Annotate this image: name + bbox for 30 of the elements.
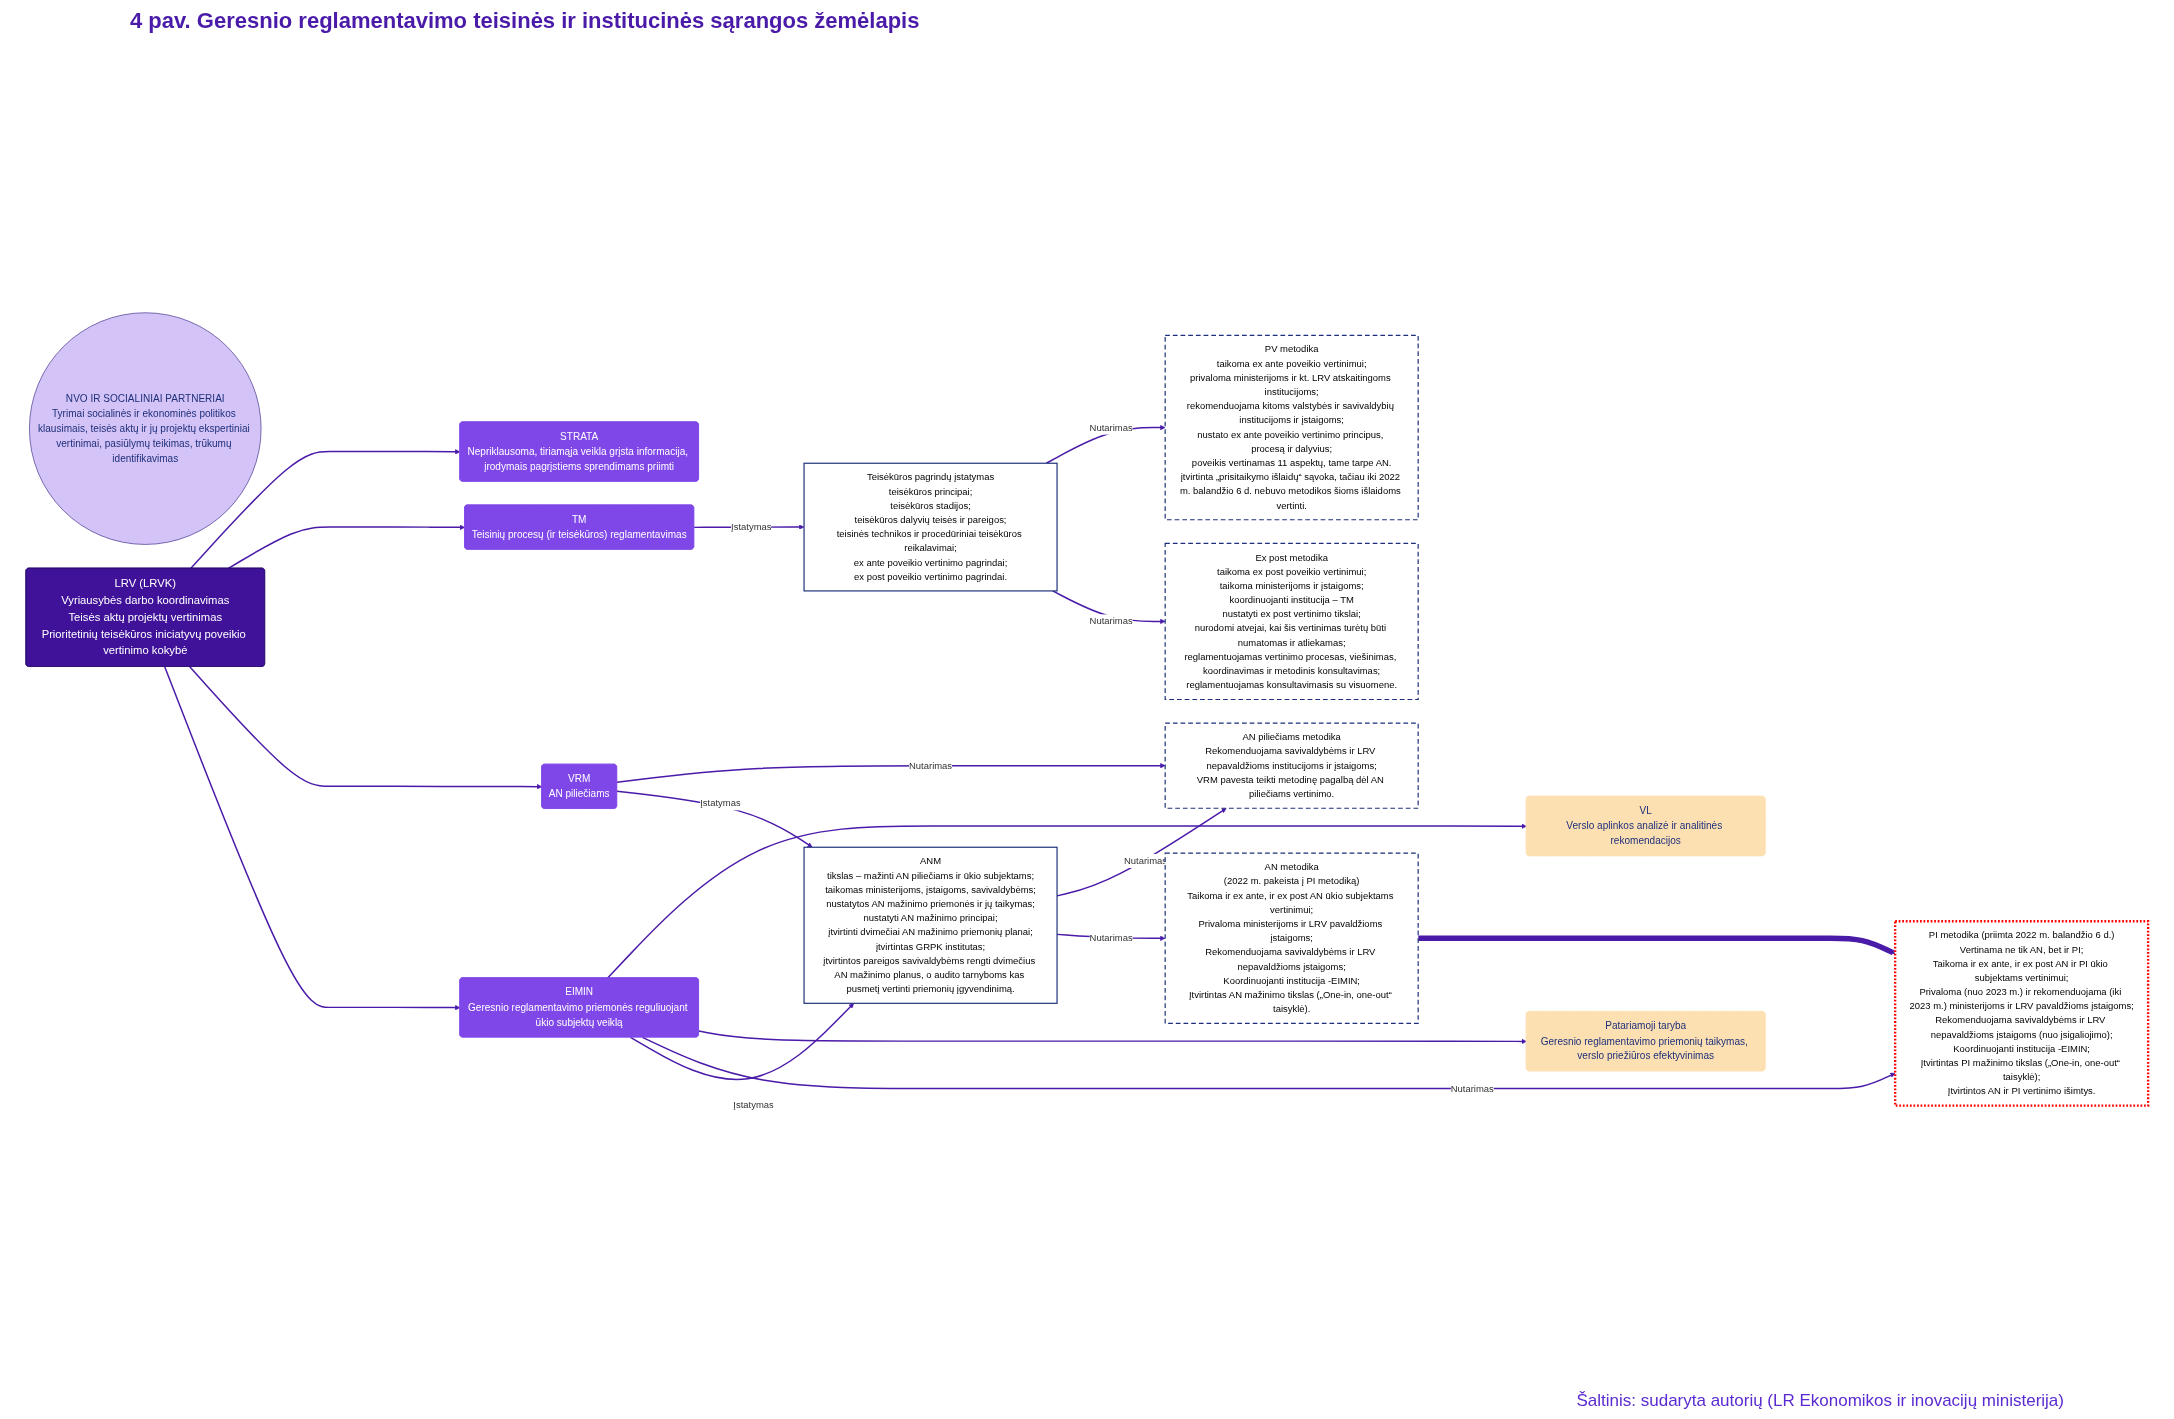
edge-label: Įstatymas [731, 521, 772, 532]
node-box: Ex post metodika taikoma ex post poveikio vertinimui; taikoma ministerijoms ir įstaigoms; koordinuojanti institucija – TM nustatyti ex post vertinimo tikslai; nurodomi atvejai, kai šis vertinimas turėtų būti numatomas ir atliekamas; reglamentuojamas vertinimo procesas, viešinimas, koordinavimas ir metodinis konsultavimas; reglamentuojamas konsultavimasis su visuomene. [1164, 542, 1419, 701]
source-caption: Šaltinis: sudaryta autorių (LR Ekonomikos ir inovacijų ministerija) [1575, 1391, 2065, 1411]
arrow [606, 823, 1527, 979]
node-circle: NVO IR SOCIALINIAI PARTNERIAI Tyrimai socialinės ir ekonominės politikos klausimais, teisės aktų ir jų projektų ekspertiniai vertinimai, pasiūlymų teikimas, trūkumų identifikavimas [29, 312, 262, 545]
arrow [616, 790, 813, 848]
arrow [629, 1003, 855, 1081]
node-box: AN metodika (2022 m. pakeista į PI metodiką) Taikoma ir ex ante, ir ex post AN ūkio subjektams vertinimui; Privaloma ministerijoms ir LRV pavaldžioms įstaigoms; Rekomenduojama savivaldybėms ir LRV nepavaldžioms įstaigoms; Koordinuojanti institucija -EIMIN; Įtvirtintas AN mažinimo tikslas („One-in, one-out“ taisyklė). [1164, 852, 1419, 1024]
arrow [641, 1036, 1896, 1090]
arrow [189, 449, 461, 570]
edge-label: Nutarimas [1123, 855, 1168, 866]
node-box: PI metodika (priimta 2022 m. balandžio 6 d.) Vertinama ne tik AN, bet ir PI; Taikoma ir ex ante, ir ex post AN ir PI ūkio subjektams vertinimui; Privaloma (nuo 2023 m.) ir rekomenduojama (iki 2023 m.) ministerijoms ir LRV pavaldžioms įstaigoms; Rekomenduojama savivaldybėms ir LRV nepavaldžioms įstaigoms (nuo įsigaliojimo); Koordinuojanti institucija -EIMIN; Įtvirtintas PI mažinimo tikslas („One-in, one-out“ taisyklė); Įtvirtintos AN ir PI vertinimo išimtys. [1893, 920, 2150, 1107]
edge-label: Įstatymas [733, 1099, 774, 1110]
edge-label: Nutarimas [1089, 422, 1133, 433]
node-box: ANM tikslas – mažinti AN piliečiams ir ūkio subjektams; taikomas ministerijoms, įstaigoms, savivaldybėms; nustatytos AN mažinimo priemonės ir jų taikymas; nustatyti AN mažinimo principai; įtvirtinti dvimečiai AN mažinimo priemonių planai; įtvirtintas GRPK institutas; įtvirtintos pareigos savivaldybėms rengti dvimečius AN mažinimo planus, o audito tarnyboms kas pusmetį vertinti priemonių įgyvendinimą. [803, 846, 1058, 1004]
node-box: AN piliečiams metodika Rekomenduojama savivaldybėms ir LRV nepavaldžioms institucijoms ir įstaigoms; VRM pavesta teikti metodinę pagalbą dėl AN piliečiams vertinimo. [1164, 722, 1419, 809]
edge-label: Nutarimas [909, 760, 953, 771]
edge-label: Įstatymas [700, 798, 741, 809]
arrow [1418, 935, 1896, 956]
node-box: Teisėkūros pagrindų įstatymas teisėkūros principai; teisėkūros stadijos; teisėkūros dalyvių teisės ir pareigos; teisinės technikos ir procedūriniai teisėkūros reikalavimai; ex ante poveikio vertinimo pagrindai; ex post poveikio vertinimo pagrindai. [803, 462, 1058, 592]
arrow [616, 763, 1166, 783]
arrow [189, 666, 543, 790]
edge-label: Nutarimas [1089, 616, 1133, 627]
arrow [698, 1030, 1527, 1044]
edge-label: Nutarimas [1089, 932, 1133, 944]
arrow [164, 666, 461, 1011]
arrow [227, 524, 466, 570]
node-box: PV metodika taikoma ex ante poveikio vertinimui; privaloma ministerijoms ir kt. LRV atskaitingoms institucijoms; rekomenduojama kitoms valstybės ir savivaldybių institucijoms ir įstaigoms; nustato ex ante poveikio vertinimo principus, procesą ir dalyvius; poveikis vertinamas 11 aspektų, tame tarpe AN. įtvirtinta „prisitaikymo išlaidų“ sąvoka, tačiau iki 2022 m. balandžio 6 d. nebuvo metodikos šioms išlaidoms vertinti. [1164, 334, 1419, 521]
edge-label: Nutarimas [1450, 1083, 1494, 1094]
diagram-title: 4 pav. Geresnio reglamentavimo teisinės ir institucinės sąrangos žemėlapis [129, 8, 921, 34]
